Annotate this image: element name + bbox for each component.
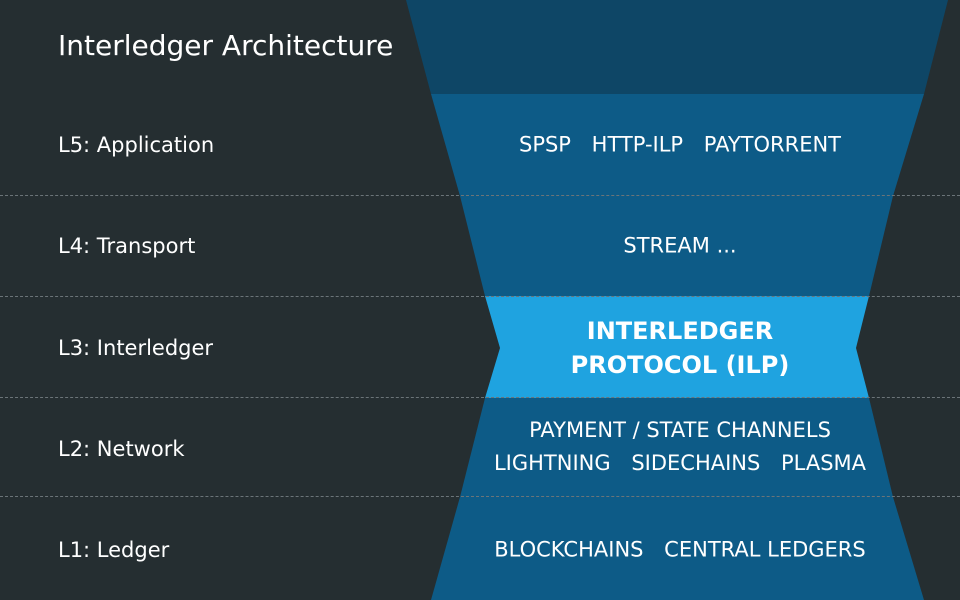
divider-l2-l1 xyxy=(0,496,960,497)
band-line: LIGHTNING SIDECHAINS PLASMA xyxy=(487,447,873,480)
band-line: INTERLEDGER xyxy=(564,314,797,348)
band-l4 xyxy=(460,196,893,296)
band-text-l2: PAYMENT / STATE CHANNELS LIGHTNING SIDEC… xyxy=(487,414,873,480)
layer-label-l1: L1: Ledger xyxy=(58,538,170,562)
top-cap xyxy=(406,0,948,94)
protocol-item: HTTP-ILP xyxy=(591,132,684,157)
protocol-item: CENTRAL LEDGERS xyxy=(664,537,866,562)
band-l3 xyxy=(485,296,869,398)
divider-l5-l4 xyxy=(0,195,960,196)
band-line: STREAM ... xyxy=(616,230,743,263)
protocol-item: PROTOCOL (ILP) xyxy=(570,351,790,379)
band-l5 xyxy=(431,94,924,196)
protocol-item: SIDECHAINS xyxy=(631,451,761,475)
band-text-l1: BLOCKCHAINS CENTRAL LEDGERS xyxy=(487,534,872,567)
band-line: BLOCKCHAINS CENTRAL LEDGERS xyxy=(487,534,872,567)
band-line: SPSP HTTP-ILP PAYTORRENT xyxy=(512,129,848,162)
band-l1 xyxy=(431,497,924,600)
layer-label-l3: L3: Interledger xyxy=(58,336,214,360)
protocol-item: PAYTORRENT xyxy=(703,132,842,157)
divider-l4-l3 xyxy=(0,296,960,297)
protocol-item: INTERLEDGER xyxy=(586,317,774,345)
protocol-item: PLASMA xyxy=(781,451,867,475)
band-text-l5: SPSP HTTP-ILP PAYTORRENT xyxy=(512,129,848,162)
protocol-item: PAYMENT / STATE CHANNELS xyxy=(529,418,831,442)
protocol-item: LIGHTNING xyxy=(493,451,611,475)
band-line: PROTOCOL (ILP) xyxy=(564,348,797,382)
divider-l3-l2 xyxy=(0,397,960,398)
layer-label-l5: L5: Application xyxy=(58,133,215,157)
band-l2 xyxy=(460,398,893,497)
protocol-item: SPSP xyxy=(518,132,571,157)
protocol-item: BLOCKCHAINS xyxy=(494,537,644,562)
protocol-item: STREAM ... xyxy=(623,233,737,258)
band-line: PAYMENT / STATE CHANNELS xyxy=(487,414,873,447)
band-text-l3: INTERLEDGER PROTOCOL (ILP) xyxy=(564,314,797,382)
layer-label-l4: L4: Transport xyxy=(58,234,196,258)
layer-label-l2: L2: Network xyxy=(58,437,185,461)
page-title: Interledger Architecture xyxy=(58,29,394,62)
band-text-l4: STREAM ... xyxy=(616,230,743,263)
